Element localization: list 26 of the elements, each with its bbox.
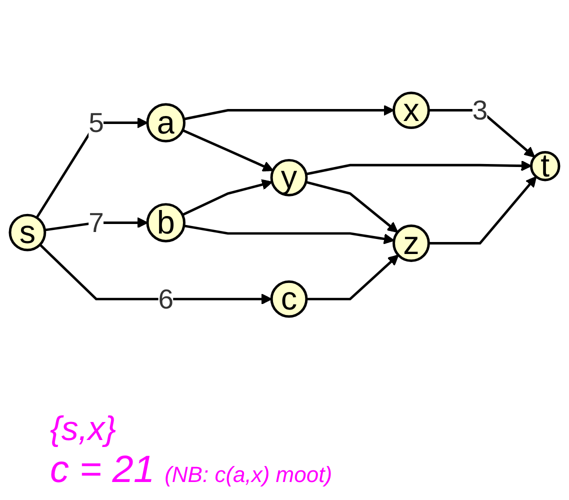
node-circle: z [392,224,430,262]
arrow [184,224,394,245]
arrow [44,218,148,232]
arrow [184,105,394,121]
arrow [306,181,398,234]
node-circle: s [8,214,46,252]
node-circle: t [530,151,560,182]
cut-set-label: {s,x} [50,410,116,449]
node-circle: x [392,92,430,130]
arrow [36,118,148,219]
arrow [182,180,273,216]
edge-label: 7 [88,207,104,239]
arrow [306,254,399,301]
capacity-label: c = 21 [50,449,155,492]
note: (NB: c(a,x) moot) [164,462,332,488]
arrow [182,129,274,172]
node-circle: a [146,103,186,143]
arrow [39,244,272,305]
node-circle: c [270,280,308,318]
edge-label: 3 [472,95,488,126]
arrow [306,160,532,176]
node-circle: y [270,159,308,197]
edge-label: 6 [158,284,174,315]
node-circle: b [146,203,186,243]
arrow [428,176,537,245]
edge-label: 5 [88,107,104,139]
